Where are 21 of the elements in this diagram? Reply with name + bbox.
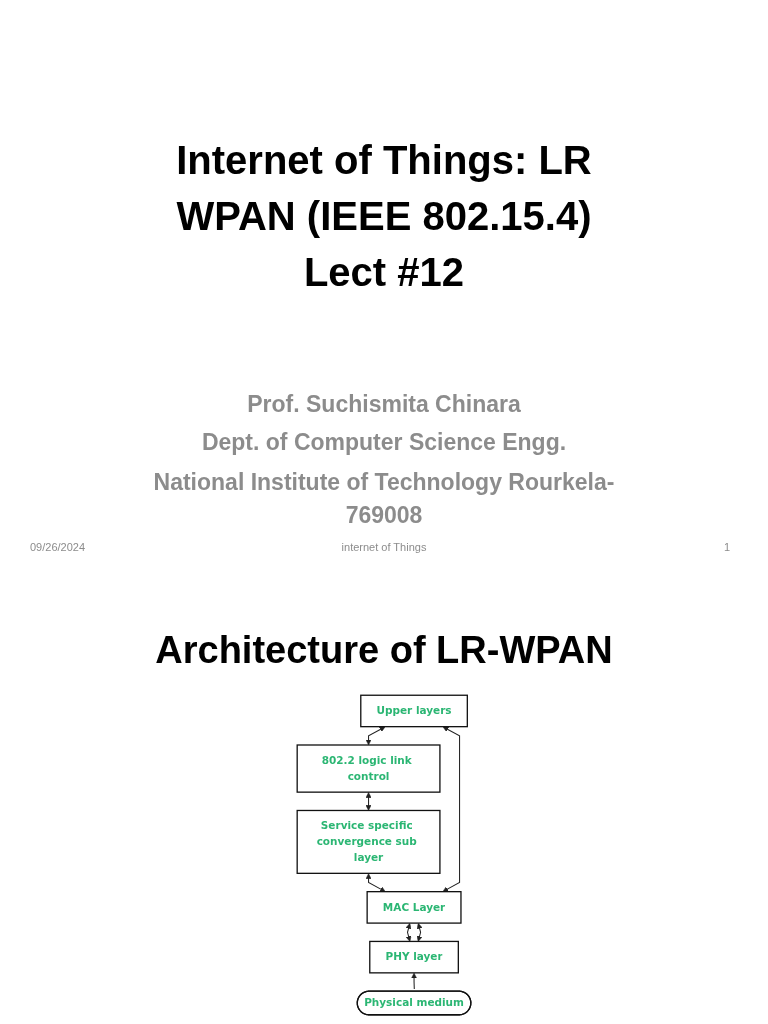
arrow [365,726,386,746]
footer-date: 09/26/2024 [30,541,87,553]
slide-title: Internet of Things: LR WPAN (IEEE 802.15.4) Lect #12 [175,137,593,296]
layer-box: Upper layers [360,694,468,728]
layer-box: PHY layer [369,940,459,974]
layer-box: MAC Layer [366,891,462,924]
footer-text: internet of Things [340,541,428,553]
arrow [365,873,386,892]
layer-box: 802.2 logic link control [296,744,441,793]
arrow [411,972,417,990]
institute-name: National Institute of Technology Rourkela- 769008 [152,468,616,530]
arrow [416,923,423,942]
arrow [365,792,372,811]
author-name: Prof. Suchismita Chinara [246,390,522,419]
arrow [405,923,412,942]
department-name: Dept. of Computer Science Engg. [200,428,568,457]
arrow [442,726,461,892]
medium-oval: Physical medium [356,990,472,1016]
slide-number: 1 [722,541,730,553]
slide-title: Architecture of LR-WPAN [154,628,614,673]
layer-box: Service specific convergence sub layer [296,809,441,874]
